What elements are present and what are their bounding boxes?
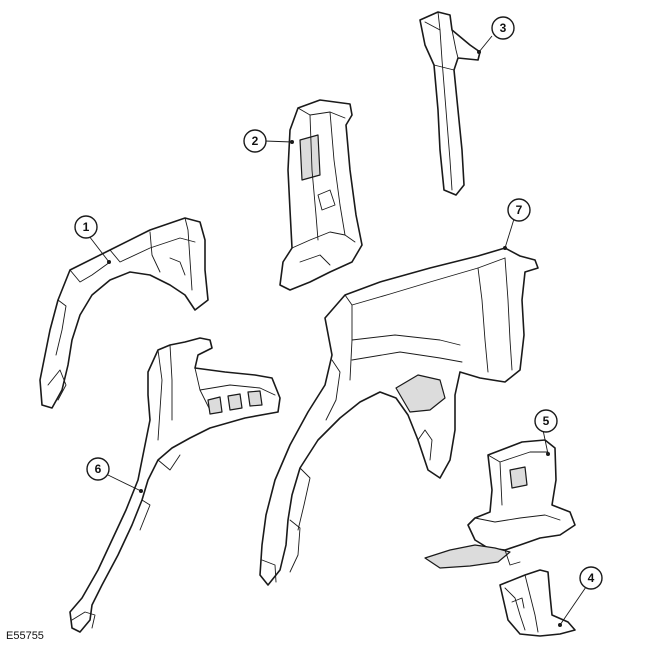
callout-7: 7	[507, 198, 531, 222]
callout-4-label: 4	[588, 571, 595, 585]
leader-7	[504, 218, 515, 249]
part-5-rear-floor-bracket	[424, 439, 576, 569]
leader-5	[542, 429, 549, 455]
callout-3-label: 3	[500, 21, 507, 35]
leader-1	[88, 235, 110, 263]
callout-6-label: 6	[95, 462, 102, 476]
callout-3: 3	[491, 16, 515, 40]
part-7-body-side-inner-panel	[259, 246, 539, 586]
callout-7-label: 7	[516, 203, 523, 217]
leader-3	[478, 35, 493, 53]
callout-1-label: 1	[83, 220, 90, 234]
leader-4	[559, 586, 587, 626]
callout-1: 1	[74, 215, 98, 239]
callout-6: 6	[86, 457, 110, 481]
callout-2: 2	[243, 129, 267, 153]
callout-2-label: 2	[252, 134, 259, 148]
leader-lines	[88, 35, 587, 626]
part-3-d-pillar-reinforcement	[419, 11, 481, 196]
callout-5-label: 5	[543, 414, 550, 428]
part-1-wheel-arch-liner	[39, 217, 209, 409]
part-6-b-pillar-sill-inner	[69, 337, 281, 633]
leader-6	[107, 474, 142, 492]
callout-4: 4	[579, 566, 603, 590]
part-4-lower-rear-bracket	[499, 569, 576, 637]
figure-id: E55755	[6, 630, 44, 642]
leader-2	[264, 140, 293, 143]
callout-5: 5	[534, 409, 558, 433]
part-2-c-pillar-inner-panel	[279, 99, 363, 291]
